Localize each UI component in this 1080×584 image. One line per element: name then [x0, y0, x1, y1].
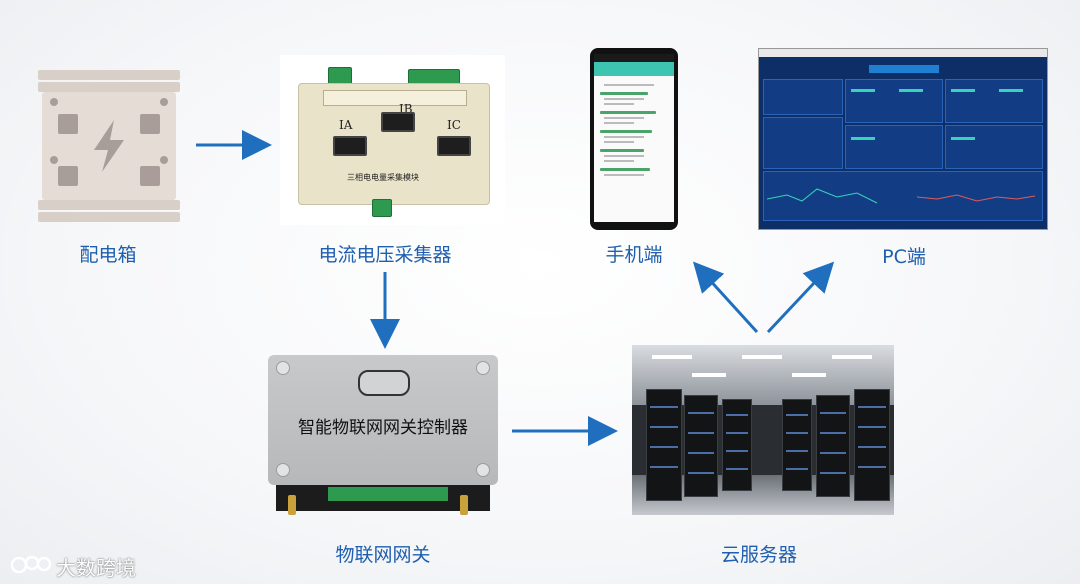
cloud-server-image [632, 345, 894, 515]
label-cloud: 云服务器 [720, 544, 797, 566]
collector-caption: 三相电电量采集模块 [347, 173, 419, 182]
label-ia: IA [339, 118, 353, 132]
lightning-icon [94, 120, 124, 172]
gateway-device-image: 智能物联网网关控制器 [268, 355, 498, 517]
label-ic: IC [447, 118, 461, 132]
gateway-panel-title: 智能物联网网关控制器 [298, 418, 468, 438]
arrow-cloud-to-pc [766, 261, 835, 334]
label-gateway: 物联网网关 [335, 544, 431, 566]
label-distribution-box: 配电箱 [79, 244, 137, 266]
mobile-app-screenshot [590, 48, 678, 230]
gateway-logo [358, 370, 410, 396]
label-collector: 电流电压采集器 [318, 244, 452, 266]
watermark-logo-icon [10, 555, 52, 574]
watermark-text: 大数跨境 [56, 556, 136, 580]
arrow-cloud-to-mobile [692, 261, 759, 334]
pc-chart-lines [767, 188, 1036, 204]
distribution-box-icon [38, 70, 180, 222]
pc-dashboard-screenshot [758, 48, 1048, 230]
collector-image: IA IB IC 三相电电量采集模块 [280, 55, 505, 225]
label-pc: PC端 [882, 246, 926, 268]
label-mobile: 手机端 [605, 244, 663, 266]
